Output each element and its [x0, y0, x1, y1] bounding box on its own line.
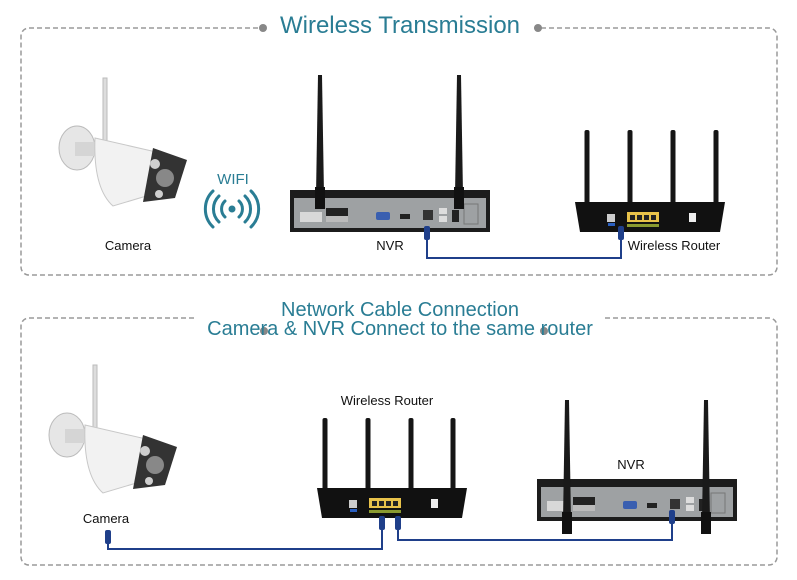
title-dot-left [259, 24, 267, 32]
title-dot-left [260, 327, 268, 335]
nvr-router-cable [395, 510, 675, 541]
panel-wireless-title: Wireless Transmission [280, 12, 520, 39]
camera-image [48, 364, 178, 494]
panel-cable-title: Network Cable Connection [281, 299, 519, 321]
router-label: Wireless Router [341, 393, 434, 408]
title-dot-right [534, 24, 542, 32]
nvr-label: NVR [376, 238, 403, 253]
title-dot-right [540, 327, 548, 335]
nvr-image [289, 75, 491, 233]
router-image [575, 130, 725, 232]
wifi-label: WIFI [217, 171, 249, 188]
camera-router-cable [105, 516, 385, 550]
camera-label: Camera [105, 238, 152, 253]
nvr-label: NVR [617, 457, 644, 472]
router-image [317, 418, 467, 518]
camera-label: Camera [83, 511, 130, 526]
ethernet-cable [424, 226, 624, 259]
camera-image [58, 77, 188, 207]
wifi-signal-icon [203, 189, 261, 229]
router-label: Wireless Router [628, 238, 721, 253]
panel-cable-subtitle: Camera & NVR Connect to the same router [207, 318, 593, 340]
